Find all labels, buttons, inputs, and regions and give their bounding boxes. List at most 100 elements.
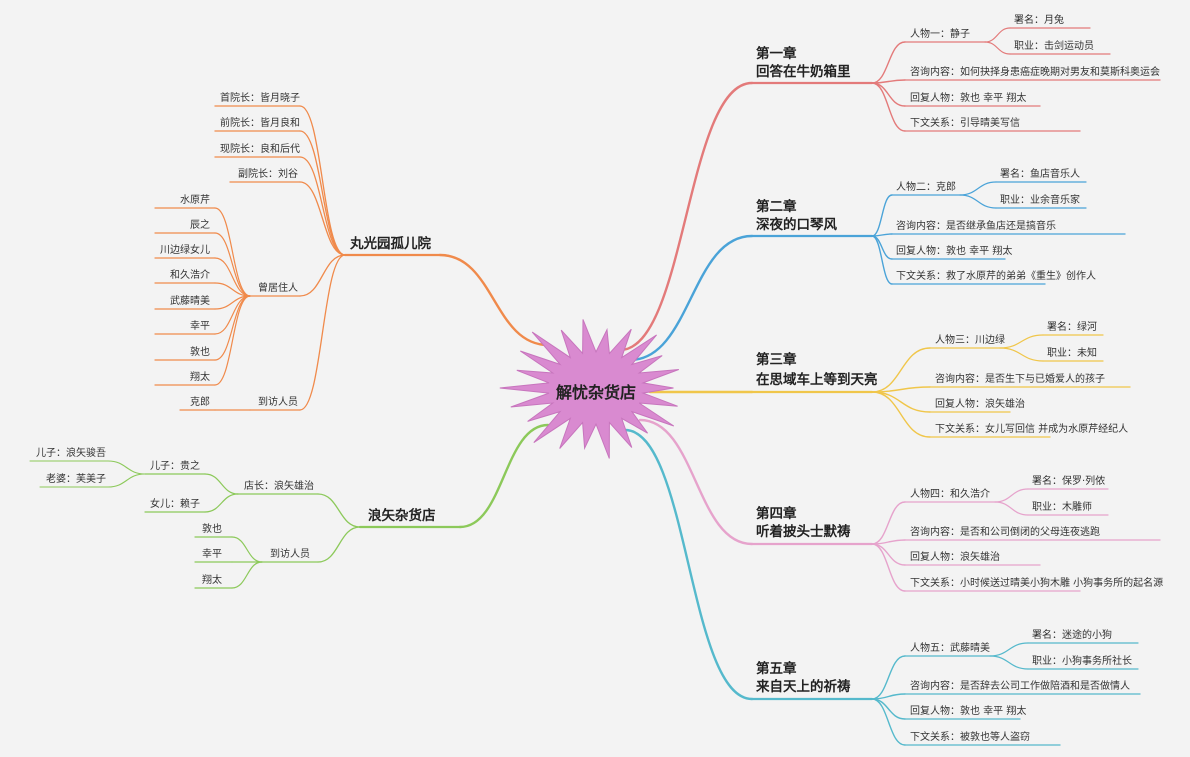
chapter-2-row-link bbox=[871, 235, 893, 260]
orphanage-resident-3: 川边绿女儿 bbox=[160, 243, 210, 256]
central-node[interactable]: 解忧杂货店 bbox=[499, 319, 679, 459]
orphanage-resident-5: 武藤晴美 bbox=[170, 294, 210, 307]
shop-node[interactable]: 浪矢杂货店 bbox=[368, 507, 436, 524]
chapter-5-title: 来自天上的祈祷 bbox=[755, 678, 851, 695]
shop-visitor-1: 敦也 bbox=[202, 522, 222, 535]
chapter-1-consult: 咨询内容：如何抉择身患癌症晚期对男友和莫斯科奥运会 bbox=[910, 65, 1160, 78]
chapter-2-alias: 署名：鱼店音乐人 bbox=[1000, 167, 1080, 180]
chapter-4-row-link bbox=[871, 543, 906, 592]
chapter-5-row-link bbox=[871, 693, 906, 700]
orphanage-head-link bbox=[299, 181, 346, 256]
shop-owner-link bbox=[317, 493, 361, 528]
central-title: 解忧杂货店 bbox=[556, 383, 636, 402]
chapter-4-person-link bbox=[871, 501, 906, 545]
chapter-3-alias: 署名：绿河 bbox=[1047, 320, 1097, 333]
connector-lines bbox=[29, 27, 1161, 746]
chapter-2-sub-link bbox=[959, 181, 997, 196]
chapter-5-row-link bbox=[871, 698, 906, 746]
chapter-5-reply: 回复人物：敦也 幸平 翔太 bbox=[910, 704, 1026, 717]
orphanage-visitor-label: 到访人员 bbox=[258, 396, 298, 408]
shop-son: 儿子：贵之 bbox=[150, 459, 200, 472]
chapter-1-sub-link bbox=[984, 41, 1011, 55]
orphanage-resident-1: 水原芹 bbox=[180, 194, 210, 206]
chapter-4-link bbox=[638, 418, 754, 546]
chapter-1-alias: 署名：月兔 bbox=[1014, 13, 1064, 26]
chapter-4-reply: 回复人物：浪矢雄治 bbox=[910, 550, 1000, 563]
chapter-4-node[interactable]: 第四章 听着披头士默祷 bbox=[756, 505, 851, 540]
orphanage-resident-2: 辰之 bbox=[190, 218, 210, 231]
chapter-5-link bbox=[623, 428, 754, 701]
chapter-3-person: 人物三：川边绿 bbox=[935, 333, 1005, 346]
chapter-3-next: 下文关系：女儿写回信 并成为水原芹经纪人 bbox=[935, 422, 1128, 435]
chapter-4-alias: 署名：保罗·列侬 bbox=[1032, 474, 1105, 487]
orphanage-resident-link bbox=[214, 257, 251, 297]
chapter-5-node[interactable]: 第五章 来自天上的祈祷 bbox=[755, 660, 851, 695]
chapter-4-next: 下文关系：小时候送过晴美小狗木雕 小狗事务所的起名源 bbox=[910, 576, 1163, 589]
orphanage-resident-link bbox=[214, 295, 251, 361]
orphanage-residents-label: 曾居住人 bbox=[258, 281, 298, 294]
chapter-3-person-link bbox=[871, 347, 931, 393]
chapter-5-person: 人物五：武藤晴美 bbox=[910, 641, 990, 654]
shop-visitor-item-link bbox=[231, 561, 263, 589]
orphanage-residents-link bbox=[299, 254, 346, 297]
chapter-1-link bbox=[618, 81, 754, 352]
chapter-1-next: 下文关系：引导晴美写信 bbox=[910, 116, 1020, 129]
chapter-1-job: 职业：击剑运动员 bbox=[1014, 39, 1094, 52]
orphanage-node[interactable]: 丸光园孤儿院 bbox=[349, 235, 431, 252]
shop-link bbox=[458, 423, 550, 529]
shop-wife-link bbox=[107, 473, 146, 488]
shop-owner: 店长：浪矢雄治 bbox=[244, 479, 314, 492]
central-burst-shape bbox=[499, 319, 679, 459]
orphanage-head-3: 现院长：良和后代 bbox=[220, 142, 300, 155]
chapter-3-row-link bbox=[871, 386, 931, 393]
chapter-5-number: 第五章 bbox=[756, 660, 797, 677]
shop-visitor-link bbox=[317, 526, 361, 563]
chapter-2-next: 下文关系：救了水原芹的弟弟《重生》创作人 bbox=[896, 269, 1096, 282]
chapter-1-row-link bbox=[871, 82, 906, 132]
shop-visitor-2: 幸平 bbox=[202, 548, 222, 560]
orphanage-head-link bbox=[299, 130, 346, 256]
chapter-4-job: 职业：木雕师 bbox=[1032, 500, 1092, 513]
chapter-4-sub-link bbox=[994, 488, 1029, 503]
chapter-5-consult: 咨询内容：是否辞去公司工作做陪酒和是否做情人 bbox=[910, 679, 1130, 692]
shop-visitor-item-link bbox=[231, 536, 263, 563]
orphanage-head-link bbox=[299, 105, 346, 256]
chapter-2-node[interactable]: 第二章 深夜的口琴风 bbox=[756, 198, 837, 233]
orphanage-title: 丸光园孤儿院 bbox=[349, 235, 431, 252]
orphanage-resident-link bbox=[214, 232, 251, 297]
chapter-1-person-link bbox=[871, 41, 906, 84]
chapter-1-number: 第一章 bbox=[756, 45, 797, 62]
shop-title: 浪矢杂货店 bbox=[368, 507, 436, 524]
shop-visitor-label: 到访人员 bbox=[270, 548, 310, 560]
shop-daughter-link bbox=[204, 493, 239, 513]
chapter-3-job: 职业：未知 bbox=[1047, 346, 1097, 359]
chapter-5-row-link bbox=[871, 698, 906, 720]
chapter-5-person-link bbox=[871, 655, 906, 700]
chapter-2-number: 第二章 bbox=[756, 198, 797, 215]
orphanage-head-1: 首院长：皆月晓子 bbox=[220, 91, 300, 104]
shop-daughter: 女儿：赖子 bbox=[150, 497, 200, 510]
chapter-2-person: 人物二：克郎 bbox=[896, 180, 956, 193]
shop-grandson: 儿子：浪矢骏吾 bbox=[36, 446, 106, 459]
orphanage-head-2: 前院长：皆月良和 bbox=[220, 116, 300, 129]
chapter-3-node[interactable]: 第三章 在思域车上等到天亮 bbox=[756, 351, 878, 388]
chapter-3-consult: 咨询内容：是否生下与已婚爱人的孩子 bbox=[935, 372, 1105, 385]
shop-grandson-link bbox=[107, 460, 146, 475]
orphanage-head-link bbox=[299, 156, 346, 256]
chapter-1-node[interactable]: 第一章 回答在牛奶箱里 bbox=[756, 45, 851, 80]
orphanage-resident-link bbox=[214, 295, 251, 386]
chapter-3-row-link bbox=[871, 391, 931, 413]
chapter-1-row-link bbox=[871, 82, 906, 107]
chapter-1-title: 回答在牛奶箱里 bbox=[756, 63, 851, 80]
chapter-5-sub-link bbox=[989, 655, 1029, 670]
shop-wife: 老婆：芙美子 bbox=[46, 472, 106, 485]
chapter-2-title: 深夜的口琴风 bbox=[756, 216, 837, 233]
orphanage-resident-6: 幸平 bbox=[190, 320, 210, 332]
chapter-4-person: 人物四：和久浩介 bbox=[910, 487, 990, 500]
chapter-4-sub-link bbox=[994, 501, 1029, 516]
chapter-4-row-link bbox=[871, 543, 906, 566]
chapter-2-consult: 咨询内容：是否继承鱼店还是搞音乐 bbox=[896, 219, 1056, 232]
chapter-4-title: 听着披头士默祷 bbox=[756, 523, 851, 540]
orphanage-visitor-link bbox=[299, 254, 346, 411]
